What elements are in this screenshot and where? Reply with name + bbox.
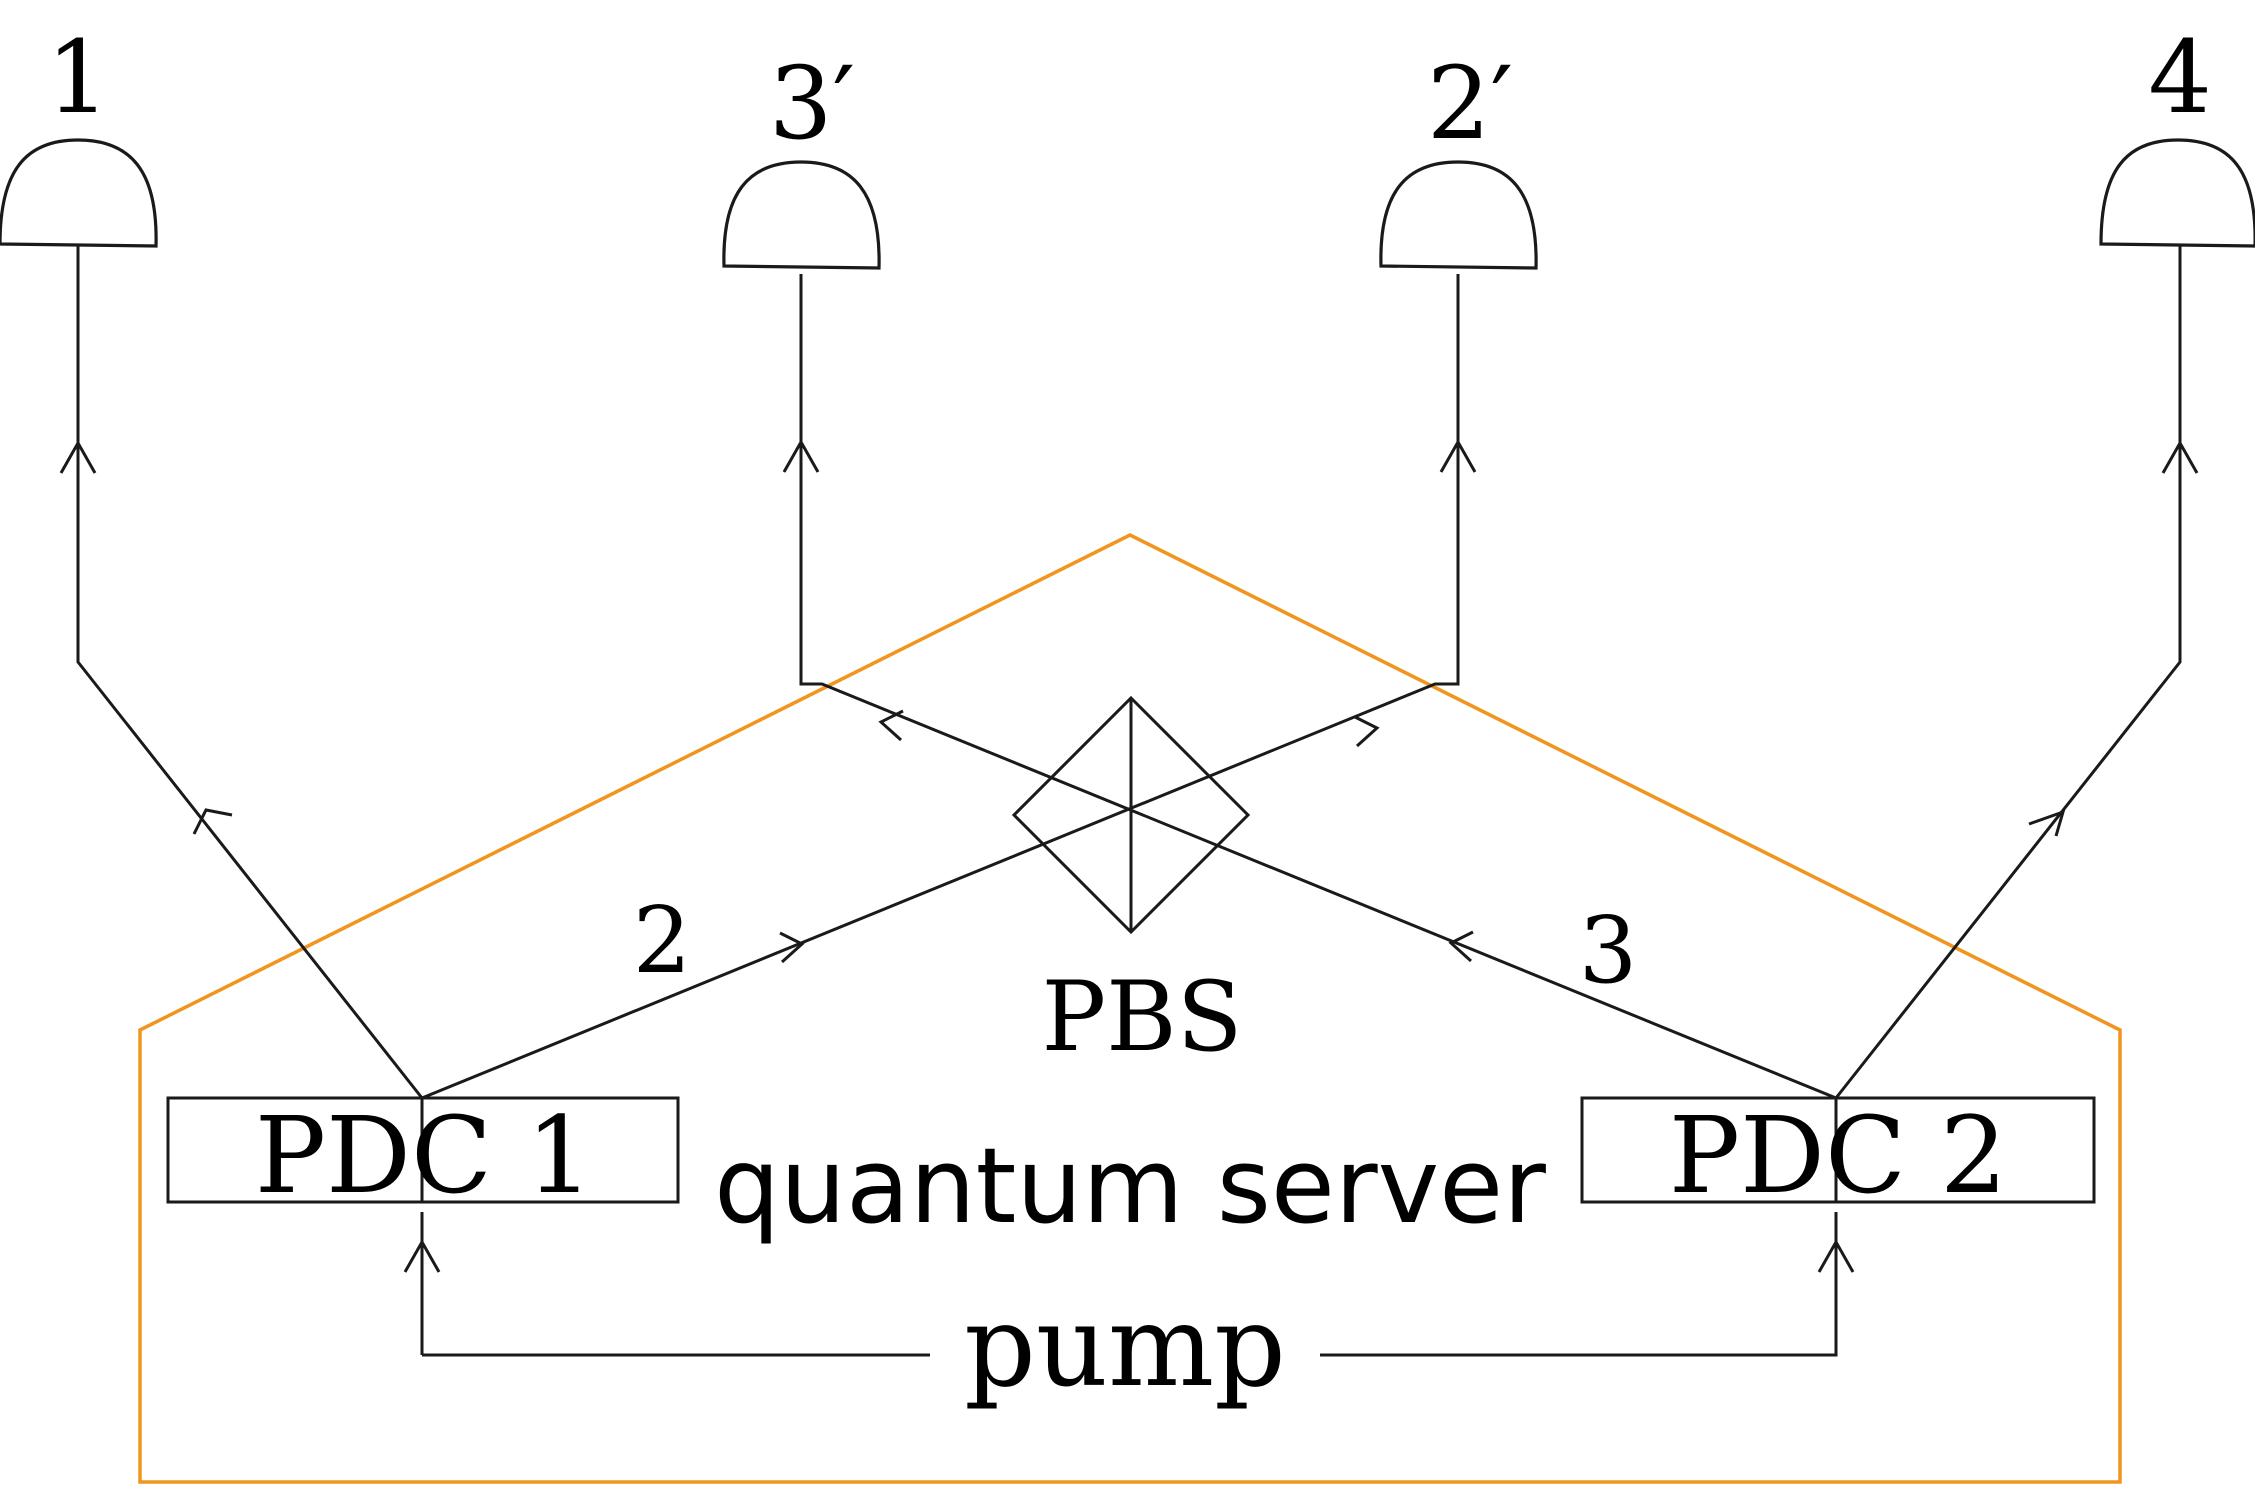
- detector-1-label: 1: [46, 19, 110, 136]
- detector-4-label: 4: [2148, 19, 2212, 136]
- detector-3prime-label: 3′: [769, 45, 855, 162]
- polarizing-beam-splitter: [1011, 695, 1251, 935]
- pbs-label: PBS: [1042, 961, 1243, 1073]
- beam-path-2: [421, 274, 1460, 1100]
- beam-arrow-2a: [779, 931, 805, 964]
- beam-pdc1-to-detector-1: [76, 246, 424, 1099]
- detector-4-icon: [2099, 138, 2255, 248]
- quantum-server-label: quantum server: [714, 1125, 1546, 1247]
- pdc-2-label: PDC 2: [1669, 1094, 2008, 1217]
- detector-1-icon: [0, 138, 158, 248]
- pdc-2-box: [1580, 1096, 2096, 1204]
- beam-arrow-4a: [2028, 809, 2066, 837]
- quantum-server-boundary: [138, 533, 2122, 1484]
- pump-label: pump: [964, 1282, 1286, 1412]
- beam-arrow-3b: [878, 709, 904, 742]
- detector-2prime-icon: [1379, 160, 1538, 270]
- pump-line-right: [1320, 1212, 1838, 1357]
- pdc-1-label: PDC 1: [255, 1094, 594, 1217]
- path-2-label: 2: [633, 887, 692, 994]
- pump-arrow-right: [1817, 1238, 1855, 1273]
- beam-arrow-1b: [59, 439, 97, 474]
- beam-arrow-3a: [1448, 930, 1474, 963]
- beam-arrow-2c: [1439, 438, 1477, 473]
- path-3-label: 3: [1579, 897, 1638, 1004]
- beam-pdc2-to-detector-4: [1834, 246, 2182, 1099]
- beam-path-3: [799, 274, 1837, 1100]
- beam-arrow-2b: [1354, 715, 1380, 748]
- pump-arrow-left: [403, 1238, 441, 1273]
- detector-3prime-icon: [722, 160, 881, 270]
- detector-2prime-label: 2′: [1427, 45, 1513, 162]
- beam-arrow-3c: [782, 438, 820, 473]
- beam-arrow-4b: [2161, 439, 2199, 474]
- beam-arrow-1a: [192, 808, 233, 835]
- pump-line-left: [420, 1212, 930, 1357]
